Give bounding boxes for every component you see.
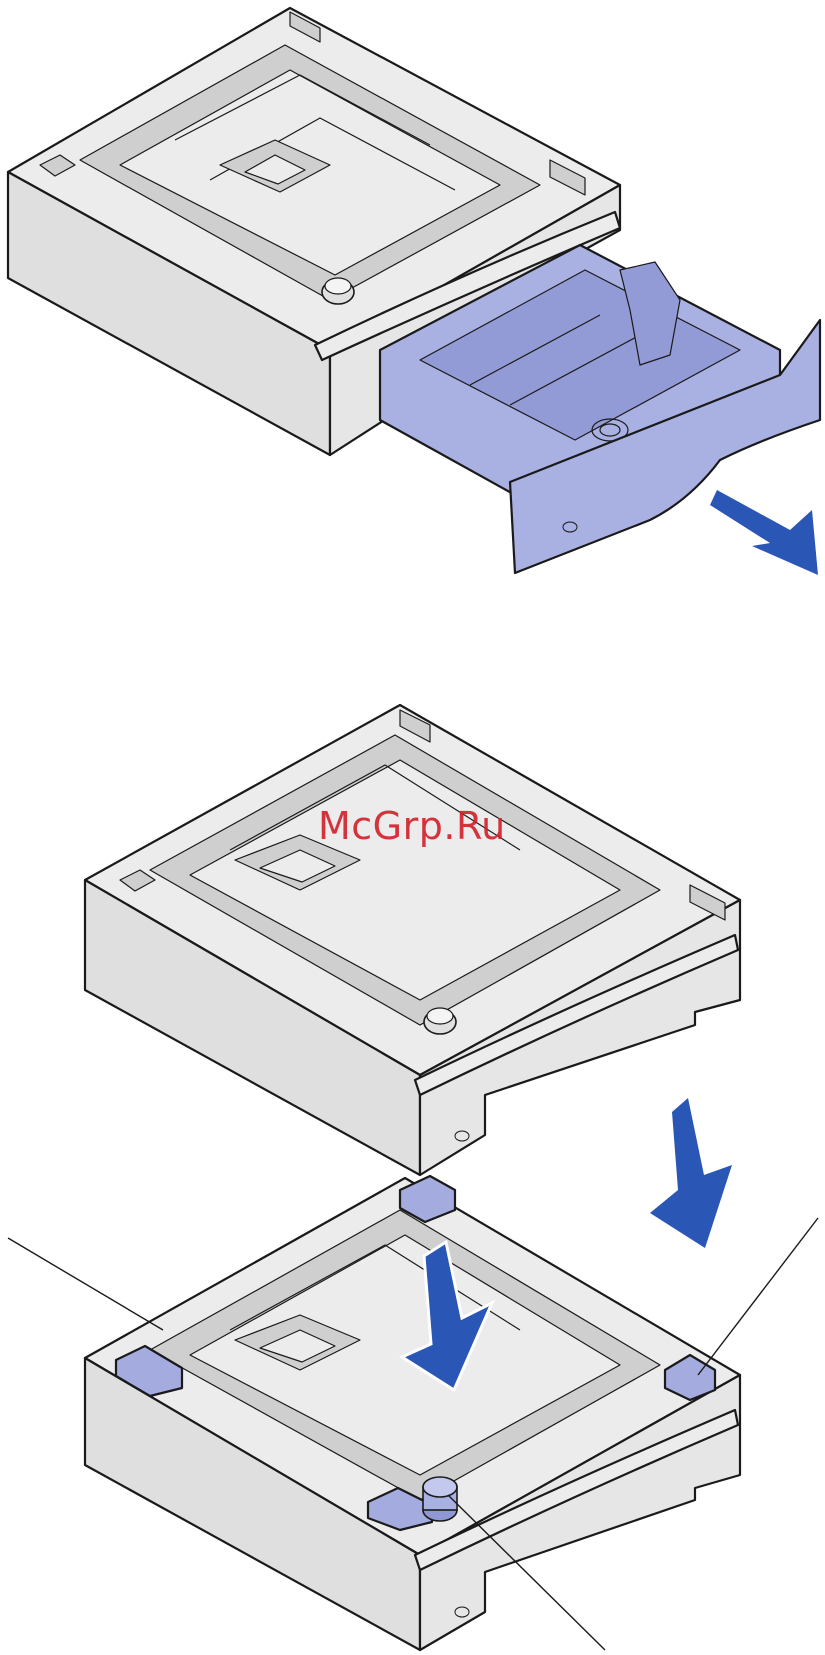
drawer-pulled-out-figure [8, 8, 820, 575]
lower-drawer-unit [85, 1176, 740, 1650]
upper-drawer-unit [85, 705, 740, 1175]
pull-direction-arrow [710, 490, 818, 575]
alignment-post [423, 1477, 457, 1497]
stack-down-arrow [650, 1098, 732, 1248]
right-post-callout [698, 1218, 818, 1375]
left-post-callout [8, 1238, 163, 1330]
